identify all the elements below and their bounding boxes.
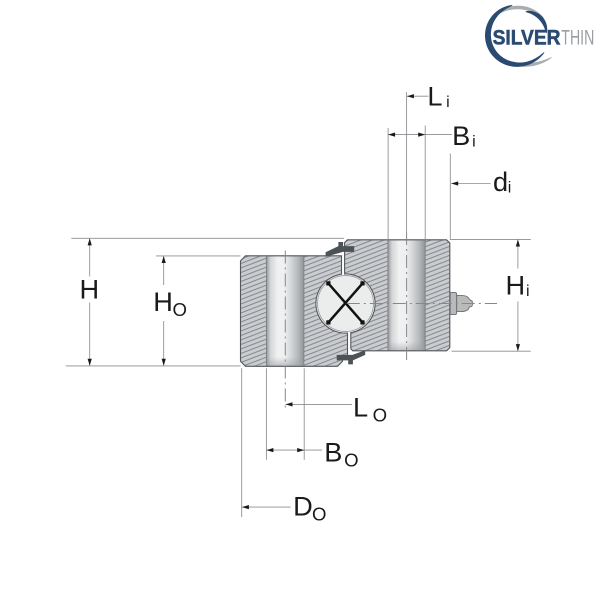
svg-text:L: L <box>427 81 442 112</box>
svg-text:O: O <box>312 503 326 524</box>
svg-text:D: D <box>293 491 313 522</box>
svg-text:B: B <box>324 437 342 468</box>
svg-text:O: O <box>373 404 387 425</box>
svg-text:H: H <box>153 286 173 317</box>
svg-text:i: i <box>472 133 476 150</box>
svg-text:O: O <box>173 299 187 320</box>
svg-text:H: H <box>506 270 526 301</box>
svg-text:O: O <box>344 449 358 470</box>
svg-text:i: i <box>446 94 450 111</box>
svg-text:SILVER: SILVER <box>493 25 561 49</box>
svg-text:i: i <box>526 283 530 300</box>
svg-text:i: i <box>508 179 512 196</box>
svg-text:B: B <box>452 120 470 151</box>
svg-text:L: L <box>353 392 368 423</box>
svg-text:d: d <box>493 166 508 197</box>
svg-text:H: H <box>80 274 100 305</box>
svg-text:THIN: THIN <box>561 25 594 49</box>
